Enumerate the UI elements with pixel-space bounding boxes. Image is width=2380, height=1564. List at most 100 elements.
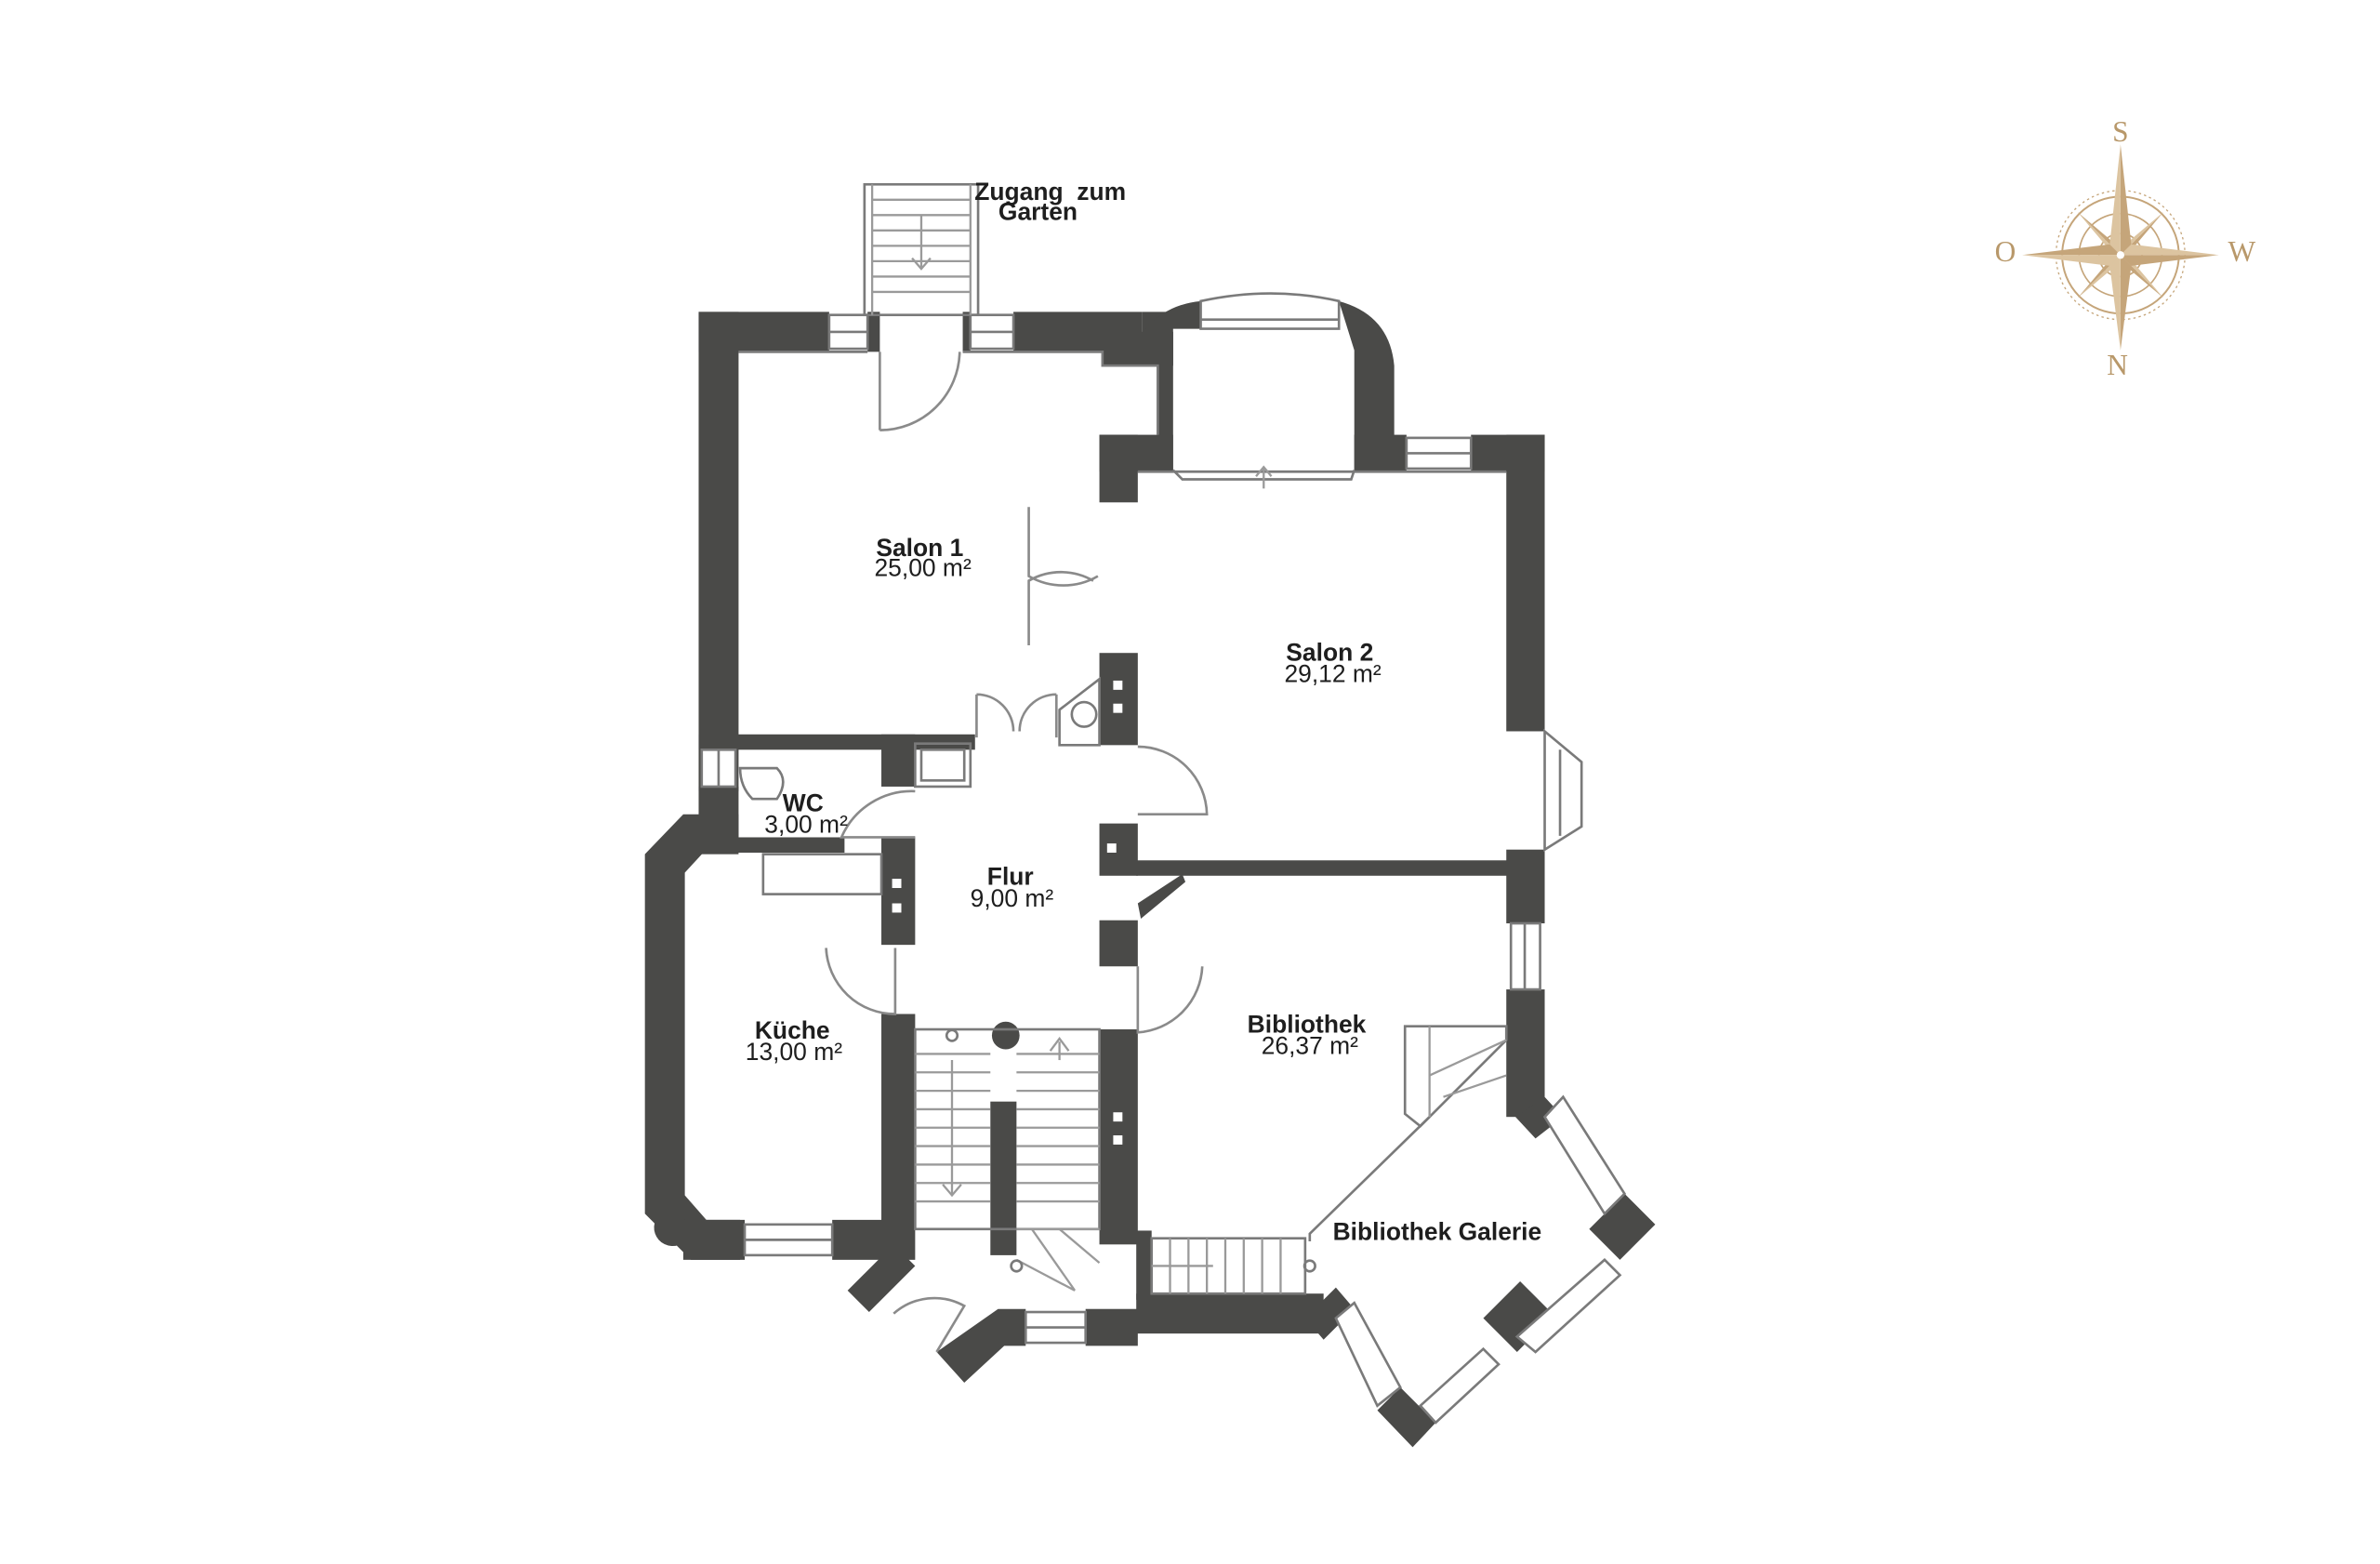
door-garden [879,351,961,431]
wall-entry-s [936,1308,1026,1384]
outline-bay [1171,469,1355,481]
compass-bottom: N [2107,349,2128,381]
window-galerie-se [1418,1346,1501,1425]
salon2-name: Salon 2 [1286,638,1373,666]
kueche-counter [761,853,883,895]
wc-toilet [738,766,785,801]
flur-area: 9,00 m² [971,884,1054,912]
wall-bib-west-lower [1136,1230,1152,1300]
stairs [863,182,1316,1295]
door-flur-north-l [975,693,1015,738]
stair-turn [1015,1227,1101,1292]
bib-stair-step-3 [1443,1074,1507,1098]
wall-bay-east [1339,300,1395,471]
wall-entry-sw [847,1244,916,1313]
window-salon2-east-oriel [1543,728,1583,853]
compass-top: S [2112,115,2128,148]
flur-name: Flur [987,863,1034,891]
flur-stove-box [1058,676,1101,747]
flur-shaft [914,742,972,789]
walls [644,300,1656,1448]
wall-kueche-south-a [682,1219,746,1260]
doors [825,351,1209,1353]
pillar-dot-3 [1106,843,1117,854]
wall-stair-post [991,1021,1020,1050]
compass-rose: S N O W [1995,115,2256,381]
pillar-dot-2 [1113,703,1123,713]
wall-kueche-east [881,1014,916,1260]
wall-central-col [1099,653,1138,746]
wall-central-lower [1099,823,1138,876]
bibliothek-name: Bibliothek [1248,1010,1367,1038]
door-kueche [825,948,897,1015]
wall-bay-west-2 [1157,331,1173,471]
door-flur-north-r [1018,693,1058,738]
wall-galerie-sw [1304,1287,1355,1340]
stair-garden [863,182,980,317]
wall-kueche-corner [654,1213,685,1247]
room-labels: Salon 1 25,00 m² Salon 2 29,12 m² WC 3,0… [746,178,1541,1246]
wall-salon1-west [698,311,739,791]
wc-name: WC [783,789,824,816]
wall-salon1-north-left [698,311,829,352]
pillar-dot-5 [892,903,902,913]
window-galerie-e [1514,1258,1622,1354]
thin-lines [738,351,1508,1242]
door-salon2 [1137,745,1209,816]
pillar-dot-6 [1113,1112,1123,1122]
wall-galerie-se [1483,1280,1554,1352]
wall-galerie-ne [1515,1096,1564,1139]
wall-wc-east-col [881,734,916,787]
salon1-area: 25,00 m² [874,554,971,582]
window-bay [1199,292,1341,330]
wall-salon1-south [698,734,975,750]
wall-central-sub [1099,920,1138,967]
windows [700,292,1627,1425]
outline-salon1 [738,351,1159,435]
garden-label-line2: Garten [998,197,1078,225]
window-galerie-sw [1334,1301,1402,1408]
flur-shaft-inner [919,748,966,782]
garden-label-line1: Zugang zum [974,178,1126,205]
wall-bib-east [1506,989,1545,1118]
wall-galerie-e [1589,1193,1656,1260]
salon2-area: 29,12 m² [1284,660,1381,688]
pillar-dot-1 [1113,680,1123,690]
compass-right: W [2228,235,2256,268]
outline-bib-stair [1403,1025,1508,1128]
compass-left: O [1995,235,2016,268]
wall-stair-core [990,1101,1017,1255]
wall-bib-south [1136,1293,1324,1334]
bib-stair-step-2 [1429,1039,1507,1077]
flur-stove [1070,700,1098,728]
door-entrance [892,1296,967,1353]
wall-salon2-north-a [1354,434,1407,472]
pillar-dot-4 [892,879,902,889]
window-galerie-ne [1542,1094,1627,1216]
wc-area: 3,00 m² [764,811,848,839]
wall-kueche-west [644,814,741,1260]
wall-salon1-north-a [867,311,880,352]
salon1-name: Salon 1 [876,534,963,562]
wall-wc-west [698,786,739,855]
door-salon-double-bot [1027,571,1094,645]
outline-galerie [1308,1116,1431,1242]
kueche-area: 13,00 m² [746,1038,842,1066]
pillar-dot-7 [1113,1135,1123,1145]
wall-salon2-east [1506,434,1545,732]
door-bibliothek [1136,966,1204,1034]
door-wc [840,789,916,839]
wall-flur-bib-angle [1137,874,1186,920]
galerie-name: Bibliothek Galerie [1333,1217,1542,1245]
wall-salon2-south [1136,860,1521,876]
wall-salon1-north-b [962,311,971,352]
bibliothek-area: 26,37 m² [1262,1031,1358,1059]
stair-main [914,1027,1101,1231]
wall-galerie-s [1377,1386,1436,1448]
wall-entry-se [1085,1308,1138,1346]
door-salon-double-top [1027,507,1099,587]
wall-bay-west-curve [1145,300,1201,329]
wall-mid-upper-b [1099,434,1138,503]
kueche-name: Küche [755,1016,830,1044]
